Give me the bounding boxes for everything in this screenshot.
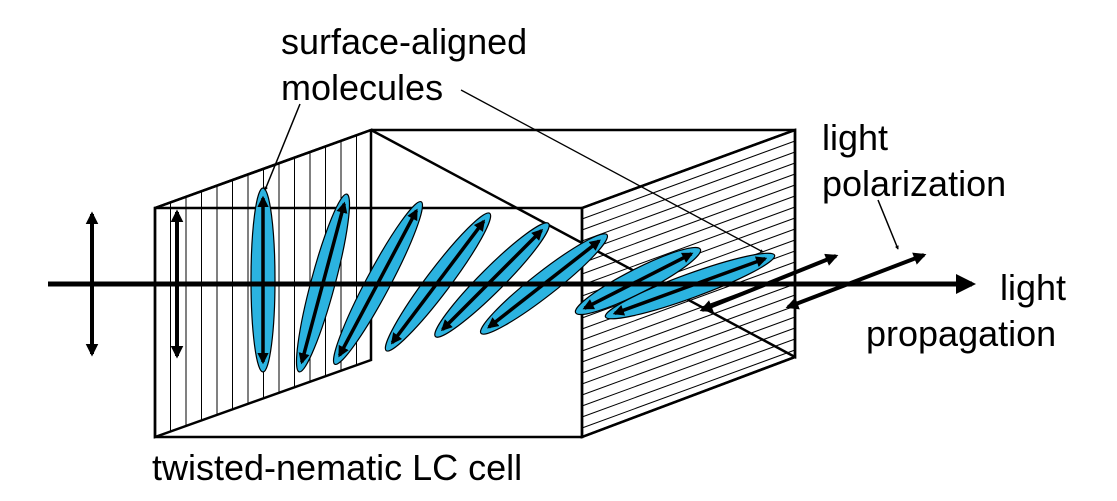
hatch-line [581,173,796,253]
light-propagation-label-line1: light [1000,267,1066,308]
hatch-line [581,162,796,242]
hatch-line [581,305,796,385]
light-propagation-label-line2: propagation [866,313,1056,354]
liquid-crystal-molecules [250,187,776,373]
leader-surface-molecule-front [264,103,301,191]
cell-box [153,128,797,439]
leader-surface-molecule-back [460,89,764,253]
leader-light-polarization [877,199,899,250]
hatch-line [581,184,796,264]
hatch-line [581,140,796,220]
right-face [580,128,797,439]
hatch-line [581,349,796,429]
hatch-line [581,338,796,418]
light-polarization-label-line2: polarization [822,163,1006,204]
left-face [153,128,373,439]
surface-aligned-label: surface-aligned [281,21,527,62]
output-polarization-arrow-2 [785,252,927,310]
molecules-label: molecules [281,67,443,108]
cell-caption: twisted-nematic LC cell [152,447,522,488]
hatch-line [581,151,796,231]
lc-molecule [250,187,276,373]
light-polarization-label-line1: light [822,117,888,158]
hatch-line [581,316,796,396]
hatch-line [581,327,796,407]
